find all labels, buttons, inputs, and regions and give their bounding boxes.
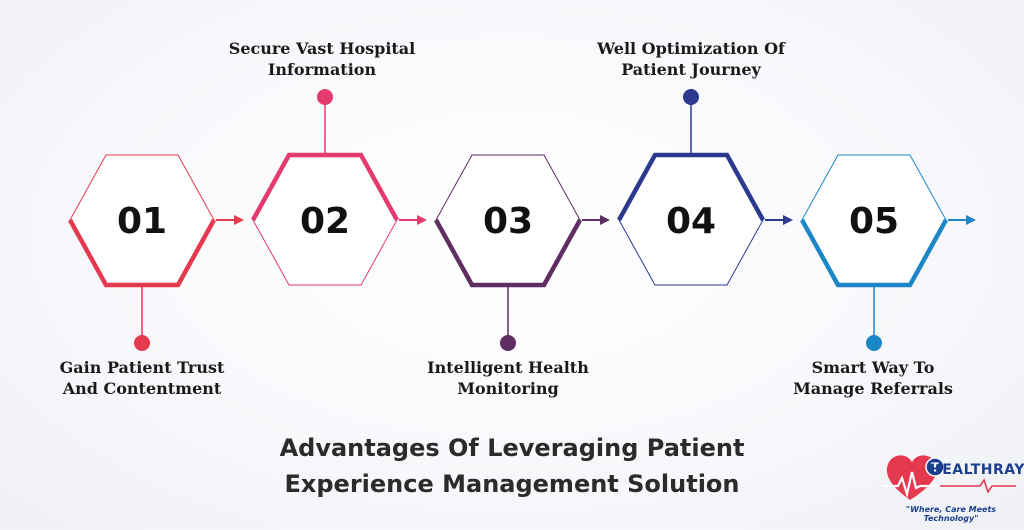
label-step-02: Secure Vast Hospital Information [202,38,442,80]
hex-step-03: 03 [434,154,610,351]
connector-dot [683,89,699,105]
title-line: Advantages Of Leveraging Patient [279,434,745,462]
logo-name: HEALTHRAY [930,462,1024,478]
label-line: Intelligent Health [427,358,589,377]
title-line: Experience Management Solution [284,470,740,498]
healthray-logo: T HEALTHRAY "Where, Care Meets Technolog… [880,442,1024,526]
connector-dot [134,335,150,351]
step-number: 05 [849,201,899,242]
hex-step-05: 05 [800,154,976,351]
connector-dot [866,335,882,351]
label-step-01: Gain Patient Trust And Contentment [22,357,262,399]
arrow-head-icon [417,215,427,225]
logo-tagline: "Where, Care Meets Technology" [905,505,997,523]
step-number: 03 [483,201,533,242]
step-number: 01 [117,201,167,242]
hex-step-01: 01 [68,154,244,351]
label-line: Smart Way To [811,358,935,377]
label-step-03: Intelligent Health Monitoring [388,357,628,399]
arrow-head-icon [234,215,244,225]
label-line: Well Optimization Of [597,39,785,58]
hex-step-04: 04 [617,89,793,286]
connector-dot [317,89,333,105]
label-step-05: Smart Way To Manage Referrals [753,357,993,399]
label-line: Gain Patient Trust [59,358,225,377]
label-line: Patient Journey [621,60,761,79]
label-step-04: Well Optimization Of Patient Journey [571,38,811,80]
label-line: Information [267,60,377,79]
heart-logo-icon: T [882,455,1016,500]
step-number: 04 [666,201,716,242]
connector-dot [500,335,516,351]
label-line: Monitoring [457,379,559,398]
svg-text:T: T [931,461,940,475]
label-line: And Contentment [62,379,222,398]
hex-step-02: 02 [251,89,427,286]
label-line: Secure Vast Hospital [228,39,416,58]
label-line: Manage Referrals [793,379,953,398]
arrow-head-icon [783,215,793,225]
step-number: 02 [300,201,350,242]
diagram-title: Advantages Of Leveraging Patient Experie… [212,430,812,502]
arrow-head-icon [600,215,610,225]
arrow-head-icon [966,215,976,225]
